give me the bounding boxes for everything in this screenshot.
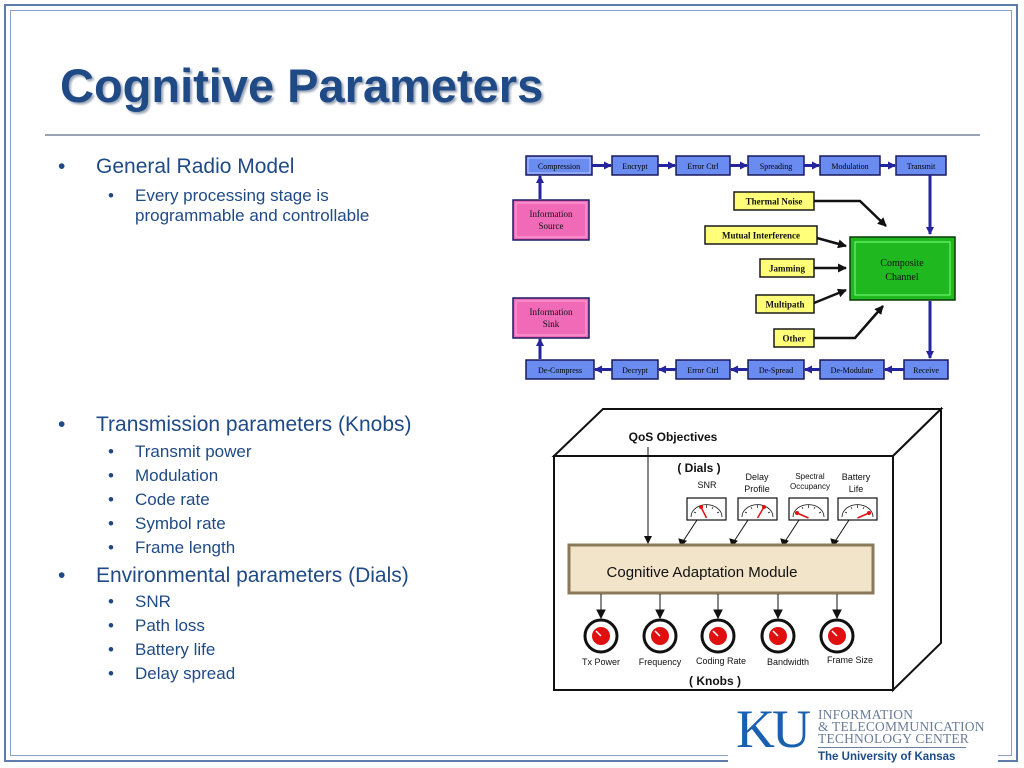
svg-text:De-Modulate: De-Modulate <box>831 366 874 375</box>
block-transmit: Transmit <box>895 155 947 176</box>
logo-line-technology-center: TECHNOLOGY CENTER <box>818 731 970 746</box>
knob-frame-size-icon <box>819 618 855 654</box>
title-divider <box>45 134 980 136</box>
bullet-text: programmable and controllable <box>135 206 370 225</box>
logo-line-university: The University of Kansas <box>818 751 956 763</box>
cognitive-adaptation-module: Cognitive Adaptation Module <box>567 543 875 595</box>
knob-coding-rate-icon <box>700 618 736 654</box>
block-multipath: Multipath <box>755 294 815 314</box>
svg-text:De-Compress: De-Compress <box>538 366 582 375</box>
svg-text:Composite: Composite <box>880 258 924 269</box>
dial-gauge-delay-profile <box>737 497 778 521</box>
ittc-logo: KU INFORMATION & TELECOMMUNICATION TECHN… <box>728 699 998 768</box>
impairment-blocks: Thermal Noise Mutual Interference Jammin… <box>704 191 818 348</box>
svg-text:Mutual Interference: Mutual Interference <box>722 231 800 241</box>
svg-text:Compression: Compression <box>538 162 580 171</box>
logo-line-telecommunication: & TELECOMMUNICATION <box>818 719 985 734</box>
rx-chain: De-Compress Decrypt Error Ctrl De-Spread… <box>525 359 949 380</box>
svg-text:Receive: Receive <box>913 366 939 375</box>
svg-text:Transmit: Transmit <box>907 162 936 171</box>
bullet-text: Transmission parameters (Knobs) <box>96 413 412 436</box>
knob-frequency-icon <box>642 618 678 654</box>
dials-label: ( Dials ) <box>677 461 720 475</box>
svg-text:Jamming: Jamming <box>769 264 806 274</box>
dial-gauge-spectral-occupancy <box>788 497 829 521</box>
svg-text:Information: Information <box>530 307 573 317</box>
bullet-text: General Radio Model <box>96 155 295 178</box>
svg-text:Spreading: Spreading <box>760 162 792 171</box>
dial-gauge-battery-life <box>837 497 878 521</box>
dial-label-snr: SNR <box>697 480 717 490</box>
svg-text:Error Ctrl: Error Ctrl <box>687 366 719 375</box>
svg-text:Source: Source <box>539 221 564 231</box>
knob-label-coding-rate: Coding Rate <box>696 656 746 666</box>
qos-objectives-label: QoS Objectives <box>629 430 718 444</box>
knob-tx-power-icon <box>583 618 619 654</box>
block-de-compress: De-Compress <box>525 359 595 380</box>
logo-line-information: INFORMATION <box>818 707 914 722</box>
knob-label-bandwidth: Bandwidth <box>767 657 809 667</box>
svg-text:De-Spread: De-Spread <box>759 366 793 375</box>
dial-gauge-snr <box>686 497 727 521</box>
svg-text:Decrypt: Decrypt <box>622 366 649 375</box>
dial-label-occupancy: Occupancy <box>790 482 830 491</box>
svg-text:Encrypt: Encrypt <box>622 162 648 171</box>
svg-text:Modulation: Modulation <box>831 162 868 171</box>
dial-label-life: Life <box>849 484 864 494</box>
knob-label-tx-power: Tx Power <box>582 657 620 667</box>
ku-logo-mark: KU <box>736 699 811 759</box>
block-spreading: Spreading <box>747 155 805 176</box>
svg-text:Channel: Channel <box>885 272 919 283</box>
knob-bandwidth-icon <box>760 618 796 654</box>
block-information-source: Information Source <box>512 199 590 241</box>
block-mutual-interference: Mutual Interference <box>704 225 818 245</box>
block-compression: Compression <box>525 155 593 176</box>
knobs-label: ( Knobs ) <box>689 674 741 688</box>
svg-text:Multipath: Multipath <box>765 300 804 310</box>
svg-text:Sink: Sink <box>543 319 560 329</box>
dial-label-profile: Profile <box>744 484 770 494</box>
slide-title: Cognitive Parameters <box>60 59 544 112</box>
dial-label-spectral: Spectral <box>795 472 825 481</box>
bullet-text: Every processing stage is <box>135 186 329 205</box>
bullet-text: Environmental parameters (Dials) <box>96 564 409 587</box>
logo-divider <box>818 747 966 748</box>
dial-label-battery: Battery <box>842 472 871 482</box>
knob-label-frame-size: Frame Size <box>827 655 873 665</box>
module-label: Cognitive Adaptation Module <box>607 564 798 581</box>
block-encrypt: Encrypt <box>611 155 659 176</box>
slide-frame-inner <box>10 10 1012 756</box>
block-composite-channel: Composite Channel <box>849 236 956 301</box>
knob-label-frequency: Frequency <box>639 657 682 667</box>
block-information-sink: Information Sink <box>512 297 590 339</box>
svg-text:Other: Other <box>783 334 806 344</box>
dial-label-delay: Delay <box>745 472 769 482</box>
svg-text:Information: Information <box>530 209 573 219</box>
knob-icons <box>583 618 855 654</box>
dial-gauges <box>686 497 878 521</box>
slide-frame-outer <box>4 4 1018 762</box>
svg-text:Thermal Noise: Thermal Noise <box>746 197 803 207</box>
svg-text:Error Ctrl: Error Ctrl <box>687 162 719 171</box>
